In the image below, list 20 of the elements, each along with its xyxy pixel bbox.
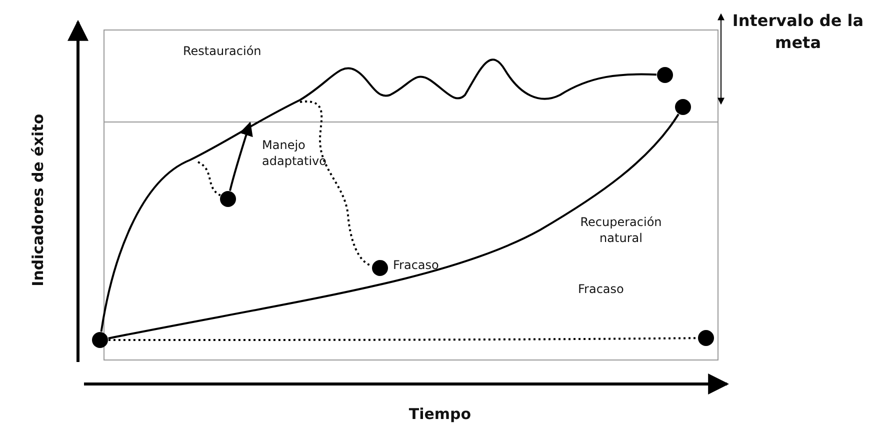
trajectory-dot <box>220 191 236 207</box>
trajectory-dot <box>675 99 691 115</box>
trajectory-curve <box>108 114 680 340</box>
trajectory-dot <box>698 330 714 346</box>
curve-label: Recuperación natural <box>579 214 663 246</box>
trajectory-curve <box>100 58 657 332</box>
axis-title: Indicadores de éxito <box>28 112 48 288</box>
dotted-trajectory-line <box>300 100 372 267</box>
curve-label: Restauración <box>183 43 262 60</box>
trajectory-dot <box>657 67 673 83</box>
dotted-trajectory-line <box>198 161 221 196</box>
curve-label: Fracaso <box>393 257 440 274</box>
axis-title: Tiempo <box>408 404 472 424</box>
range-label: Intervalo de la meta <box>731 10 865 54</box>
dotted-trajectory-line <box>108 337 698 341</box>
curve-label: Manejo adaptativo <box>262 137 328 170</box>
curve-label: Fracaso <box>578 281 625 298</box>
trajectory-dot <box>92 332 108 348</box>
trajectory-dot <box>372 260 388 276</box>
arrow <box>229 122 253 191</box>
